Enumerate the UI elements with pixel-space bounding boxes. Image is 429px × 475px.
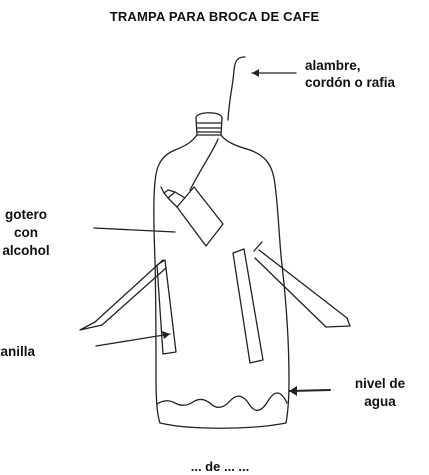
label-water-line2: agua (364, 394, 396, 409)
label-dropper-line3: alcohol (2, 243, 50, 258)
strip-left (156, 259, 177, 355)
label-bottom-cropped: ... de ... ... (190, 459, 250, 474)
arrow-strip (95, 333, 171, 347)
bottle-cap (195, 112, 223, 136)
label-strip: tanilla (0, 344, 36, 359)
label-wire-line1: alambre, (305, 58, 361, 73)
strip-right (232, 248, 264, 364)
arrow-dropper (93, 227, 176, 233)
hanging-wire (227, 56, 246, 121)
label-dropper-line1: gotero (5, 207, 47, 222)
label-dropper-line2: con (13, 225, 38, 240)
bottle-outline (153, 134, 290, 429)
diagram-title: TRAMPA PARA BROCA DE CAFE (109, 9, 320, 24)
label-wire-line2: cordón o rafia (305, 75, 396, 90)
water-level-line (156, 392, 288, 411)
dropper (160, 186, 224, 247)
label-water-line1: nivel de (354, 376, 406, 391)
right-vanes (253, 241, 351, 328)
left-vanes (79, 259, 167, 331)
internal-wire (189, 138, 219, 191)
